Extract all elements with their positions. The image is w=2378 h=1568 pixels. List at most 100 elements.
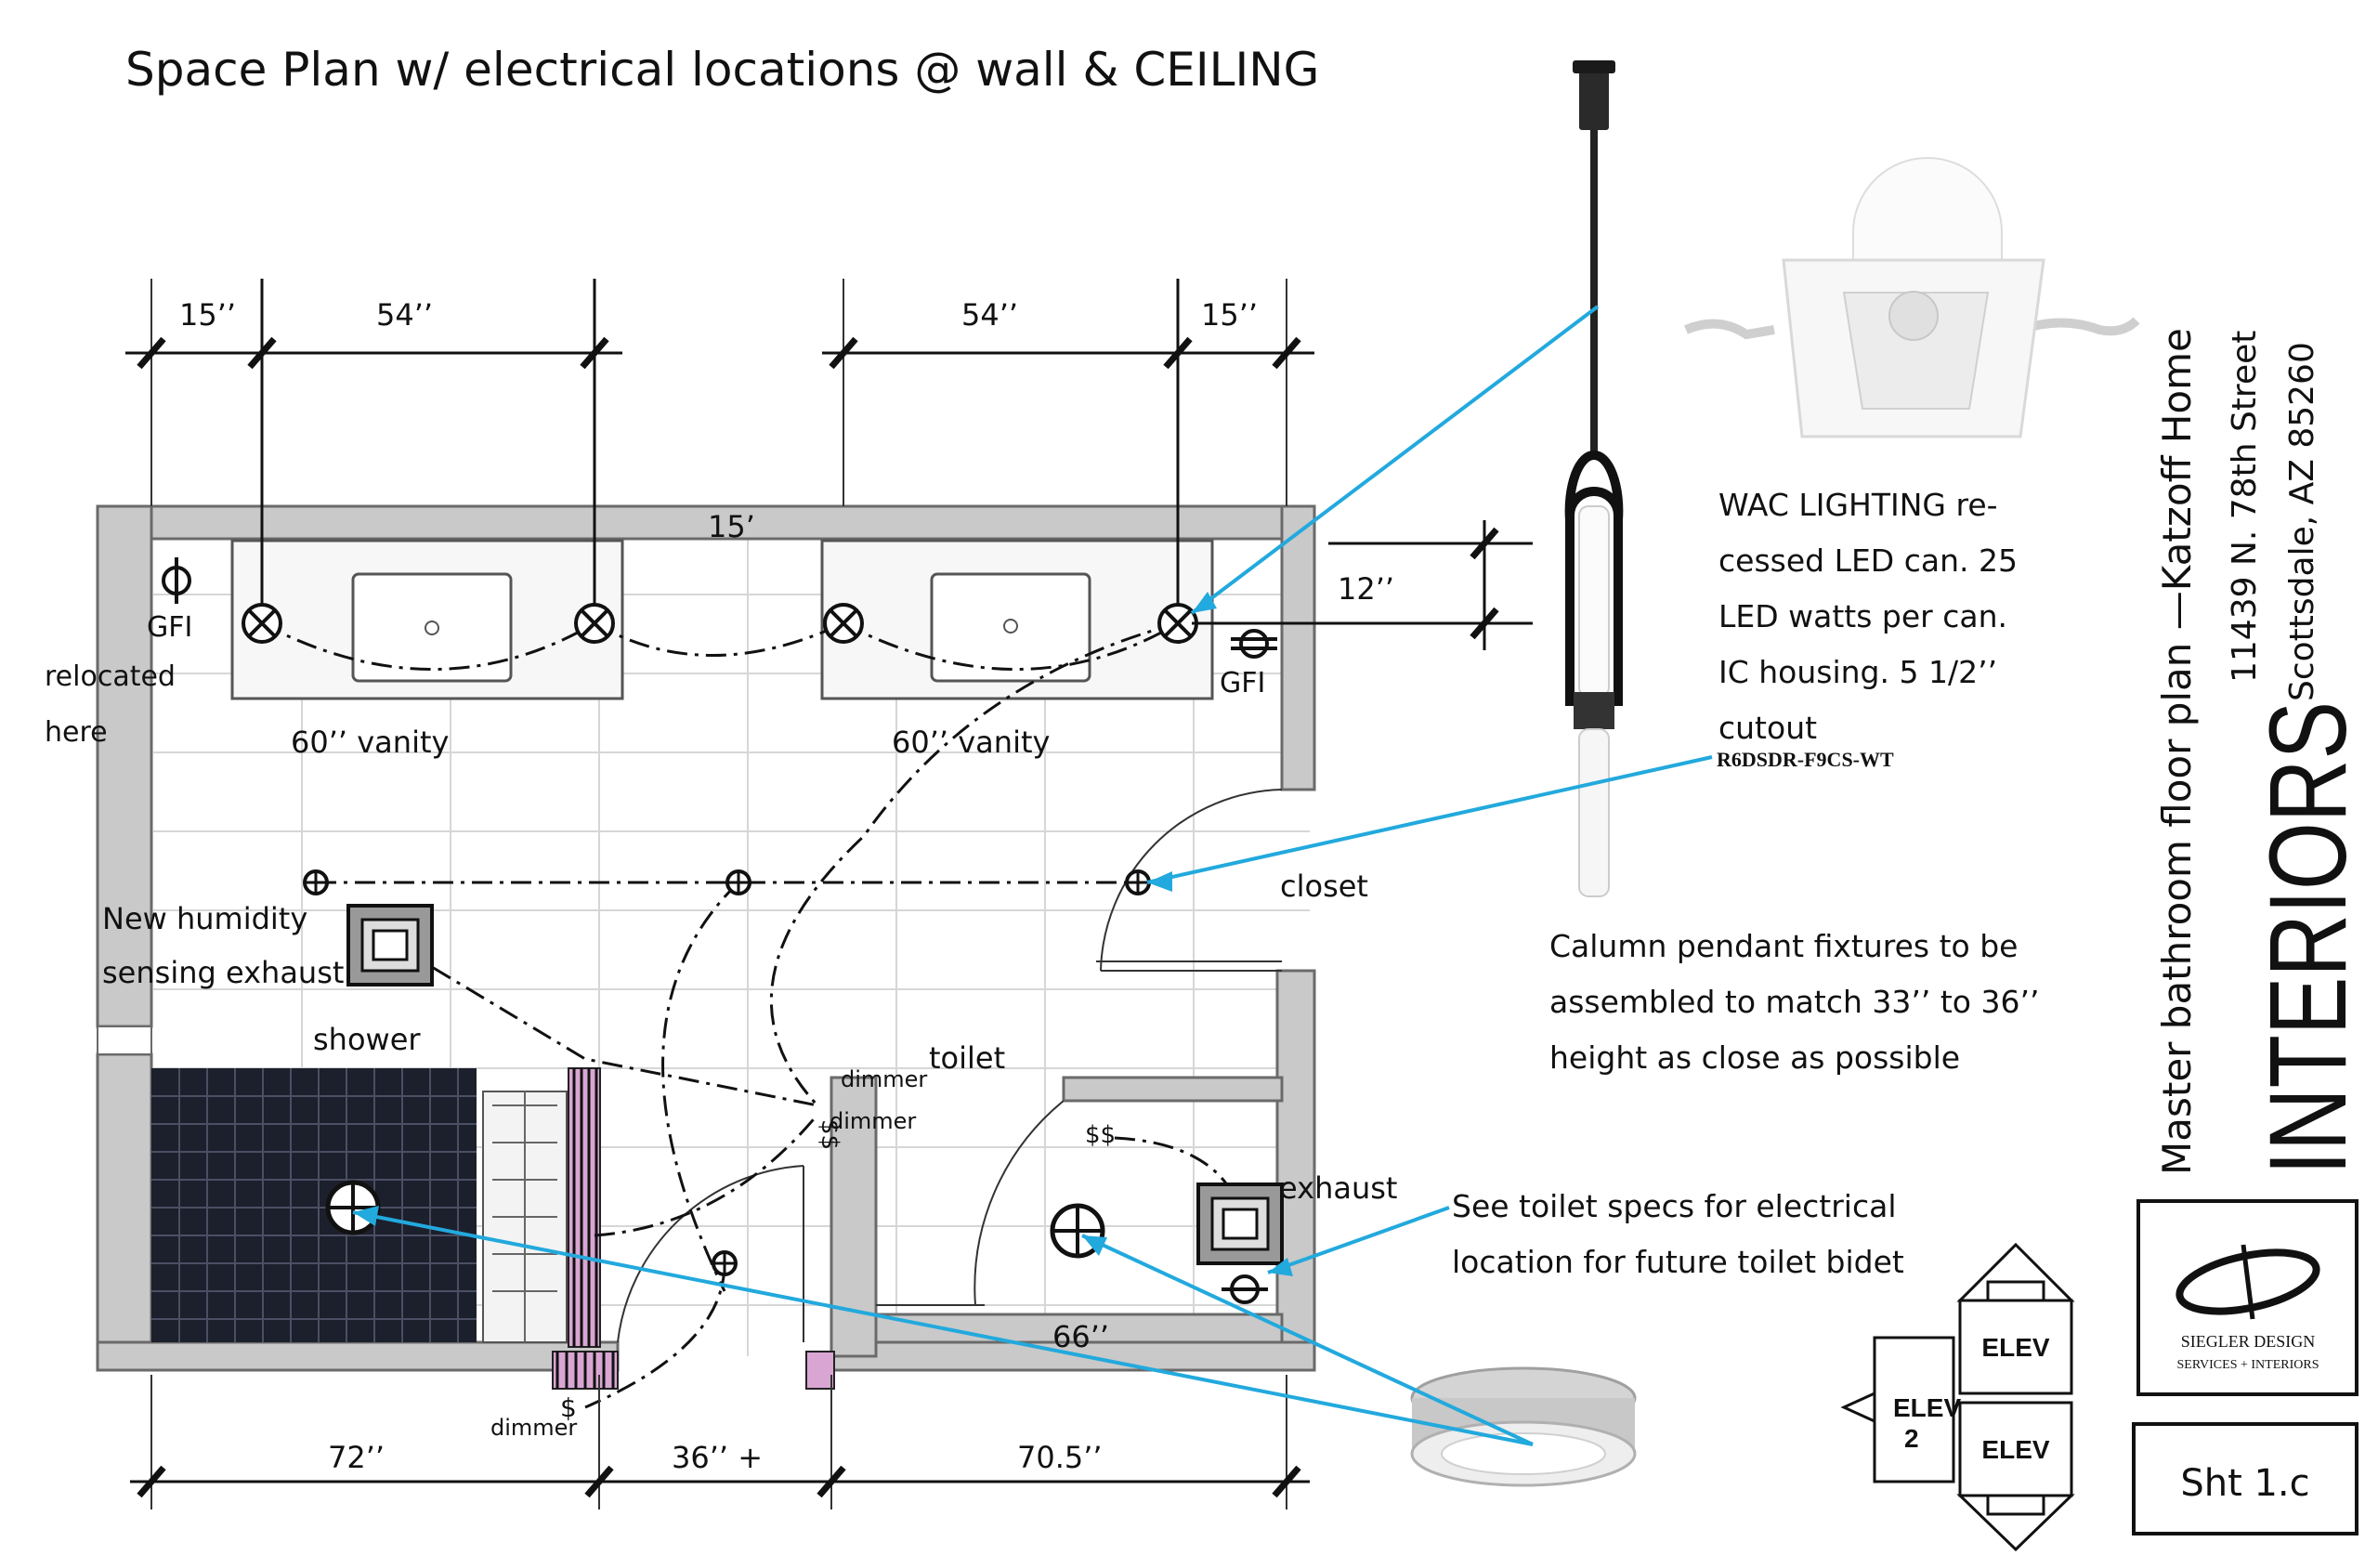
bottom-wall-left <box>96 1340 620 1372</box>
dim-36: 36’’ + <box>672 1440 763 1475</box>
logo-tagline: SERVICES + INTERIORS <box>2176 1358 2319 1372</box>
circuit-center-loop <box>661 881 740 1292</box>
vanity-left-label: 60’’ vanity <box>291 725 449 760</box>
sink-right <box>930 572 1091 683</box>
humidity-exhaust-fan <box>346 904 434 987</box>
leader-bidet <box>1267 1206 1450 1274</box>
pendant-fixture-4 <box>1157 603 1198 644</box>
title-block: Master bathroom floor plan —Katzoff Home… <box>1840 328 2370 1552</box>
dim-15-right: 15’’ <box>1201 297 1258 333</box>
dimmer-label-2: dimmer <box>830 1108 916 1134</box>
leader-shower-light <box>352 1210 1534 1446</box>
svg-text:WAC LIGHTING re-: WAC LIGHTING re- <box>1718 487 1998 523</box>
siegler-logo-mark <box>2175 1244 2320 1320</box>
model-number: R6DSDR-F9CS-WT <box>1717 748 1894 771</box>
toilet-exhaust-fan <box>1196 1183 1284 1265</box>
logo-name: SIEGLER DESIGN <box>2181 1332 2316 1351</box>
logo-box <box>2136 1199 2358 1396</box>
dimmer-label-1: dimmer <box>841 1066 927 1092</box>
svg-text:LED watts per can.: LED watts per can. <box>1718 598 2007 634</box>
right-wall-upper <box>1280 504 1316 791</box>
relocated-label: relocated <box>45 660 176 693</box>
shower-floor-tile <box>151 1068 477 1342</box>
gfi-outlet-right <box>1231 629 1277 659</box>
dim-54-left: 54’’ <box>376 297 433 333</box>
switch-symbol-toilet: $$ <box>1085 1121 1116 1149</box>
address-street: 11439 N. 78th Street <box>2226 331 2264 683</box>
sheet-title: Space Plan w/ electrical locations @ wal… <box>125 43 1319 97</box>
wall-opening <box>97 1026 152 1055</box>
recessed-can-image <box>1684 157 2140 438</box>
recessed-can-3 <box>1125 869 1151 895</box>
svg-text:Calumn pendant fixtures to be: Calumn pendant fixtures to be <box>1549 928 2018 964</box>
recessed-can-1 <box>303 869 329 895</box>
brand-wordmark: INTERIORS <box>2247 701 2370 1175</box>
left-wall-lower <box>96 1052 153 1372</box>
leader-toilet-light <box>1081 1234 1534 1446</box>
left-wall-upper <box>96 504 153 1028</box>
toilet-door-swing <box>973 1100 1065 1306</box>
gfi-label-left: GFI <box>147 611 192 644</box>
svg-text:height as close as possible: height as close as possible <box>1549 1039 1960 1076</box>
toilet-note: See toilet specs for electrical location… <box>1452 1188 1904 1280</box>
leader-lines <box>352 305 1713 1446</box>
dim-54-right: 54’’ <box>961 297 1018 333</box>
circuit-vanity-left <box>261 621 595 671</box>
switch-symbol-shower: $ <box>560 1392 577 1423</box>
leader-recessed-can <box>1146 755 1713 884</box>
dim-72: 72’’ <box>328 1440 385 1475</box>
toilet-dim-66: 66’’ <box>1052 1319 1109 1354</box>
sheet-number: Sht 1.c <box>2180 1462 2309 1505</box>
sheet-number-box <box>2132 1422 2358 1535</box>
plan-title: Master bathroom floor plan —Katzoff Home <box>2154 328 2200 1175</box>
dim-12: 12’’ <box>1338 571 1394 607</box>
svg-text:location for future toilet bid: location for future toilet bidet <box>1452 1244 1904 1280</box>
svg-text:cutout: cutout <box>1718 710 1817 746</box>
recessed-can-2 <box>725 869 751 895</box>
gfi-label-right: GFI <box>1220 667 1265 699</box>
dim-15-left: 15’’ <box>179 297 236 333</box>
sink-left <box>351 572 513 683</box>
exhaust-label: exhaust <box>1279 1170 1397 1206</box>
elev-label-left: ELEV <box>1893 1393 1961 1422</box>
bottom-dimensions: 72’’ 36’’ + 70.5’’ <box>130 1375 1310 1509</box>
right-dimension: 12’’ <box>1192 520 1533 650</box>
surface-mount-light-image <box>1410 1366 1637 1487</box>
circuit-vanity-center <box>594 621 844 657</box>
room-width-dim: 15’ <box>708 509 755 544</box>
elev-label-bottom: ELEV <box>1981 1435 2049 1464</box>
elevation-marker-top: ELEV <box>1956 1242 2075 1395</box>
elevation-marker-bottom: ELEV <box>1956 1401 2075 1552</box>
top-dimensions: 15’’ 54’’ 54’’ 15’’ <box>125 279 1314 604</box>
closet-door-swing <box>1100 789 1283 972</box>
pendant-note: Calumn pendant fixtures to be assembled … <box>1549 928 2039 1076</box>
circuit-shower <box>594 1114 819 1237</box>
humidity-exhaust-label: New humidity <box>102 901 307 936</box>
elevation-marker-left: ELEV 2 <box>1840 1336 1961 1483</box>
dimmer-label-3: dimmer <box>490 1415 577 1441</box>
gfi-outlet-left <box>162 557 191 604</box>
pendant-fixture-1 <box>242 603 282 644</box>
dim-70-5: 70.5’’ <box>1017 1440 1103 1475</box>
wac-lighting-note: WAC LIGHTING re- cessed LED can. 25 LED … <box>1717 487 2018 771</box>
entry-door-swing <box>617 1165 804 1343</box>
shower-label: shower <box>313 1022 421 1057</box>
toilet-room-top-wall <box>1062 1076 1284 1103</box>
pendant-fixture-2 <box>574 603 615 644</box>
toilet-label: toilet <box>929 1040 1005 1076</box>
switch-symbol-main: $$ <box>816 1119 843 1150</box>
floor-plan: $$ $$ $ GFI GFI relocated here 60’’ vani… <box>45 504 1397 1441</box>
svg-text:IC housing. 5 1/2’’: IC housing. 5 1/2’’ <box>1718 654 1997 690</box>
leader-pendant <box>1190 305 1600 615</box>
svg-text:cessed LED can. 25: cessed LED can. 25 <box>1718 542 2018 579</box>
top-wall <box>96 504 1316 541</box>
svg-text:assembled to match 33’’ to 36’: assembled to match 33’’ to 36’’ <box>1549 984 2039 1020</box>
elev-label-left-number: 2 <box>1904 1424 1919 1453</box>
svg-text:See toilet specs for electrica: See toilet specs for electrical <box>1452 1188 1897 1224</box>
circuit-vanity-right <box>843 621 1179 671</box>
pendant-fixture-image <box>1564 60 1624 897</box>
humidity-exhaust-label-2: sensing exhaust <box>102 955 344 990</box>
toilet-threshold <box>805 1351 835 1390</box>
pendant-fixture-3 <box>823 603 864 644</box>
